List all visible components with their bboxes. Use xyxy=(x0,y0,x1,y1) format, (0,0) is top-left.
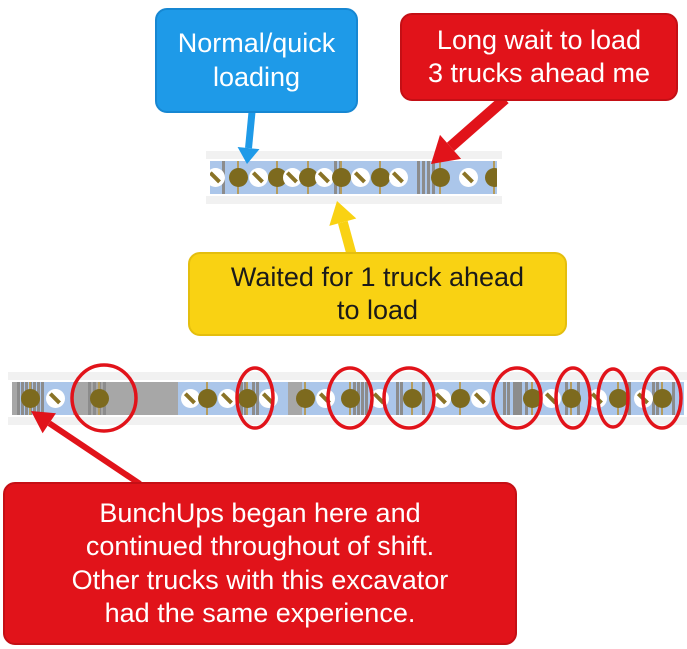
slash-mark xyxy=(319,392,331,405)
slash-circle-marker xyxy=(458,168,478,187)
slash-mark xyxy=(252,171,264,184)
wait-block xyxy=(12,382,19,415)
loading-dot-marker xyxy=(430,168,450,187)
gantt-row-gray xyxy=(206,151,502,159)
slash-mark xyxy=(462,171,474,184)
slash-circle-marker xyxy=(217,389,237,408)
loading-dot-marker xyxy=(370,168,390,187)
slash-circle-marker xyxy=(470,389,490,408)
queue-stripe xyxy=(365,382,368,415)
slash-mark xyxy=(637,392,649,405)
slash-circle-marker xyxy=(388,168,408,187)
slash-mark xyxy=(221,392,233,405)
slash-circle-marker xyxy=(45,389,65,408)
queue-stripe xyxy=(361,382,364,415)
queue-stripe xyxy=(427,161,430,194)
loading-dot-marker xyxy=(450,389,470,408)
slash-circle-marker xyxy=(248,168,268,187)
yellow-callout-arrow-head-icon xyxy=(329,201,357,226)
red-bottom-callout-arrow-shaft xyxy=(47,420,142,487)
loading-dot-marker xyxy=(197,389,217,408)
slash-mark xyxy=(373,392,385,405)
timeline-band-bottom xyxy=(12,382,684,415)
slash-circle-marker xyxy=(258,389,278,408)
callout-normal-loading: Normal/quick loading xyxy=(155,8,358,113)
queue-stripe xyxy=(513,382,522,415)
red-top-callout-arrow-shaft xyxy=(446,94,509,151)
loading-dot-marker xyxy=(228,168,248,187)
queue-stripe xyxy=(507,382,510,415)
slash-mark xyxy=(286,171,298,184)
slash-mark xyxy=(392,171,404,184)
queue-stripe xyxy=(503,382,506,415)
loading-dot-marker xyxy=(652,389,672,408)
loading-dot-marker xyxy=(561,389,581,408)
callout-bunchups: BunchUps began here and continued throug… xyxy=(3,482,517,645)
slash-circle-marker xyxy=(541,389,561,408)
loading-dot-marker xyxy=(295,389,315,408)
slash-circle-marker xyxy=(587,389,607,408)
yellow-callout-arrow-shaft xyxy=(337,220,357,258)
gantt-row-gray xyxy=(206,196,502,204)
blue-callout-arrow-shaft xyxy=(245,111,256,149)
slash-circle-marker xyxy=(633,389,653,408)
callout-long-wait-text: Long wait to load 3 trucks ahead me xyxy=(427,24,651,88)
callout-bunchups-text: BunchUps began here and continued throug… xyxy=(71,497,449,628)
loading-dot-marker xyxy=(89,389,109,408)
slash-mark xyxy=(591,392,603,405)
gantt-row-gray xyxy=(8,372,687,380)
yellow-callout-arrow xyxy=(329,201,357,258)
loading-dot-marker xyxy=(237,389,257,408)
slash-circle-marker xyxy=(350,168,370,187)
slash-circle-marker xyxy=(282,168,302,187)
slash-circle-marker xyxy=(315,389,335,408)
callout-long-wait: Long wait to load 3 trucks ahead me xyxy=(400,13,678,101)
loading-dot-marker xyxy=(267,168,287,187)
loading-dot-marker xyxy=(608,389,628,408)
slash-mark xyxy=(184,392,196,405)
slash-mark xyxy=(210,171,221,184)
red-top-callout-arrow-head-icon xyxy=(431,134,462,164)
queue-stripe xyxy=(17,382,20,415)
slash-circle-marker xyxy=(431,389,451,408)
callout-waited-one-truck: Waited for 1 truck ahead to load xyxy=(188,252,567,336)
slash-circle-marker xyxy=(314,168,334,187)
slash-mark xyxy=(435,392,447,405)
queue-stripe xyxy=(628,382,631,415)
slash-circle-marker xyxy=(180,389,200,408)
slash-mark xyxy=(49,392,61,405)
queue-stripe xyxy=(417,161,420,194)
queue-stripe xyxy=(396,382,399,415)
queue-stripe xyxy=(672,382,675,415)
queue-stripe xyxy=(41,382,44,415)
queue-stripe xyxy=(422,161,425,194)
slash-mark xyxy=(318,171,330,184)
callout-waited-one-truck-text: Waited for 1 truck ahead to load xyxy=(230,261,525,325)
queue-stripe xyxy=(422,382,425,415)
slash-circle-marker xyxy=(210,168,225,187)
slash-mark xyxy=(354,171,366,184)
slash-circle-marker xyxy=(369,389,389,408)
gantt-row-gray xyxy=(8,417,687,425)
timeline-band-top xyxy=(210,161,497,194)
loading-dot-marker xyxy=(298,168,318,187)
loading-dot-marker xyxy=(331,168,351,187)
slash-mark xyxy=(474,392,486,405)
slash-mark xyxy=(262,392,274,405)
loading-dot-marker xyxy=(340,389,360,408)
slash-mark xyxy=(545,392,557,405)
loading-dot-marker xyxy=(484,168,497,187)
callout-normal-loading-text: Normal/quick loading xyxy=(177,28,336,92)
loading-dot-marker xyxy=(402,389,422,408)
loading-dot-marker xyxy=(522,389,542,408)
loading-dot-marker xyxy=(20,389,40,408)
